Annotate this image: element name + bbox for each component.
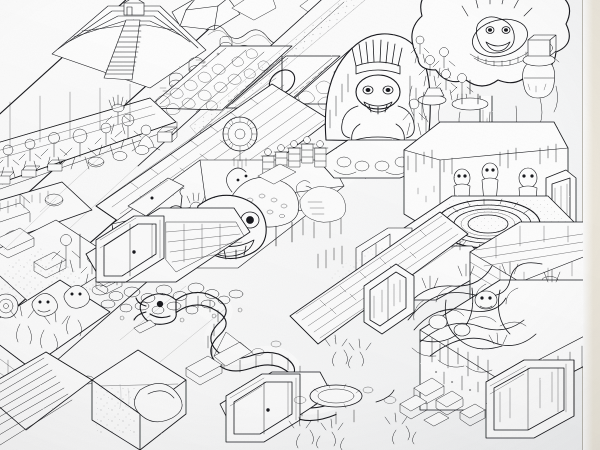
line-drawing bbox=[0, 0, 583, 450]
